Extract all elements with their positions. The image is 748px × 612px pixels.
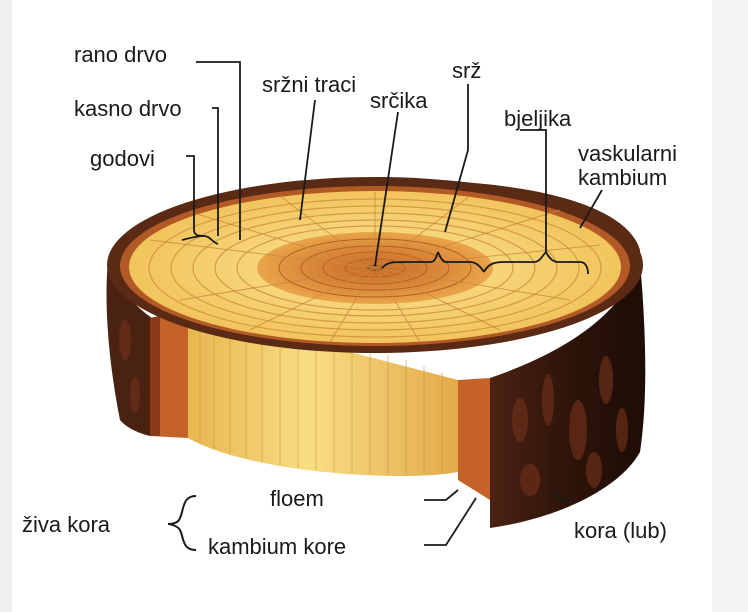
label-vaskularni-line2: kambium xyxy=(578,166,677,190)
frame-right-band xyxy=(712,0,748,612)
label-ziva-kora: živa kora xyxy=(22,514,110,536)
label-srcika: srčika xyxy=(370,90,427,112)
label-vaskularni-line1: vaskularni xyxy=(578,142,677,166)
label-godovi: godovi xyxy=(90,148,155,170)
label-floem: floem xyxy=(270,488,324,510)
inner-bark-left-edge xyxy=(150,316,160,436)
label-kasno-drvo: kasno drvo xyxy=(74,98,182,120)
inner-bark-right xyxy=(458,378,490,500)
frame-left-band xyxy=(0,0,12,612)
label-bjeljika: bjeljika xyxy=(504,108,571,130)
ziva-kora-brace xyxy=(168,496,196,550)
label-srzni-traci: sržni traci xyxy=(262,74,356,96)
label-rano-drvo: rano drvo xyxy=(74,44,167,66)
label-vaskularni-kambium: vaskularni kambium xyxy=(578,142,677,190)
label-srz: srž xyxy=(452,60,481,82)
label-kambium-kore: kambium kore xyxy=(208,536,346,558)
label-kora-lub: kora (lub) xyxy=(574,520,667,542)
